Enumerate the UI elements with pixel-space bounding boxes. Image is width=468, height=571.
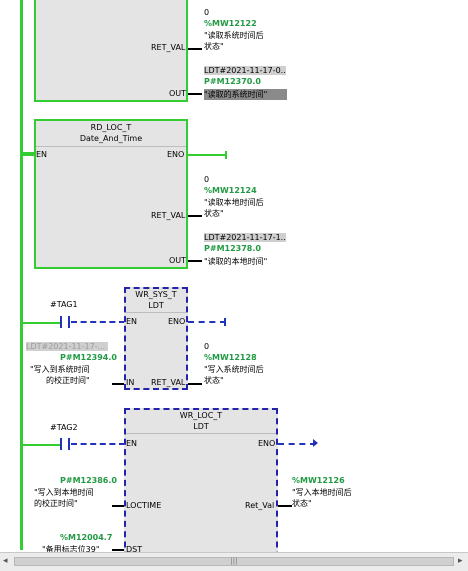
- in-wire: [112, 383, 124, 385]
- ret-addr[interactable]: %MW12122: [204, 19, 257, 28]
- pin-ret-val: RET_VAL: [151, 211, 186, 220]
- pin-eno: ENO: [258, 439, 276, 448]
- block-type: Date_And_Time: [79, 134, 143, 143]
- eno-wire: [188, 321, 226, 323]
- ret-addr[interactable]: %MW12128: [204, 353, 257, 362]
- out-addr[interactable]: P#M12370.0: [204, 77, 261, 86]
- header-separator: [126, 312, 186, 313]
- out-wire: [188, 93, 202, 95]
- block-wr-loc-t[interactable]: WR_LOC_T LDT: [124, 408, 278, 568]
- loctime-addr[interactable]: P#M12386.0: [60, 476, 117, 485]
- scroll-left-icon[interactable]: ◂: [3, 556, 8, 566]
- branch-wire: [22, 152, 34, 154]
- in-const[interactable]: LDT#2021-11-17-...: [26, 342, 108, 351]
- block-type: LDT: [193, 422, 209, 431]
- header-separator: [36, 146, 186, 147]
- block-get-sys-time[interactable]: [34, 0, 188, 102]
- ret-val-wire: [188, 48, 202, 50]
- out-addr[interactable]: P#M12378.0: [204, 244, 261, 253]
- pin-ret-val: RET_VAL: [151, 378, 186, 387]
- rail-to-en-wire: [22, 154, 34, 156]
- scrollbar-thumb[interactable]: |||: [14, 557, 454, 566]
- out-wire: [188, 260, 202, 262]
- block-rd-loc-t[interactable]: RD_LOC_T Date_And_Time: [34, 119, 188, 269]
- pin-en: EN: [126, 317, 138, 326]
- eno-wire: [278, 443, 316, 445]
- out-comment[interactable]: "读取的本地时间": [204, 257, 268, 266]
- block-name: WR_LOC_T: [179, 411, 223, 420]
- in-addr[interactable]: P#M12394.0: [60, 353, 117, 362]
- eno-wire-end: [224, 318, 226, 326]
- rail-to-contact-wire: [22, 322, 60, 324]
- pin-en: EN: [126, 439, 138, 448]
- pin-in: IN: [126, 378, 135, 387]
- block-wr-sys-t[interactable]: WR_SYS_T LDT: [124, 287, 188, 390]
- pin-eno: ENO: [168, 317, 186, 326]
- power-rail: [20, 0, 23, 550]
- block-type: LDT: [148, 301, 164, 310]
- ret-val-wire: [278, 505, 292, 507]
- pin-en: EN: [36, 150, 48, 159]
- header-separator: [126, 433, 276, 434]
- scroll-right-icon[interactable]: ▸: [458, 556, 463, 566]
- dst-comment: "备用标志位39": [42, 545, 100, 554]
- block-name: RD_LOC_T: [90, 123, 132, 132]
- pin-out: OUT: [169, 256, 187, 265]
- contact-tag: #TAG2: [50, 423, 78, 432]
- eno-wire: [188, 154, 226, 156]
- loctime-wire: [112, 505, 124, 507]
- ret-comment: "写入本地时间后 状态": [292, 488, 352, 508]
- horizontal-scrollbar[interactable]: ◂ ||| ▸: [0, 552, 468, 571]
- ret-const: 0: [204, 8, 210, 17]
- ret-addr[interactable]: %MW12124: [204, 186, 257, 195]
- out-comment[interactable]: "读取的系统时间": [204, 89, 287, 100]
- ret-const: 0: [204, 175, 210, 184]
- ret-comment: "读取本地时间后 状态": [204, 198, 264, 218]
- loctime-comment: "写入到本地时间 的校正时间": [34, 488, 94, 508]
- eno-arrow-icon: [313, 439, 318, 447]
- dst-addr[interactable]: %M12004.7: [60, 533, 113, 542]
- ret-comment: "写入系统时间后 状态": [204, 365, 264, 385]
- dst-wire: [112, 549, 124, 551]
- out-const[interactable]: LDT#2021-11-17-1...: [204, 233, 286, 242]
- pin-eno: ENO: [167, 150, 185, 159]
- pin-ret-val: RET_VAL: [151, 43, 186, 52]
- in-comment: "写入到系统时间 的校正时间": [30, 365, 90, 385]
- out-const[interactable]: LDT#2021-11-17-0...: [204, 66, 286, 75]
- pin-dst: DST: [126, 545, 143, 554]
- ret-val-wire: [188, 215, 202, 217]
- ret-const: 0: [204, 342, 210, 351]
- eno-wire-end: [225, 151, 227, 159]
- no-contact[interactable]: [60, 316, 70, 328]
- pin-loctime: LOCTIME: [126, 501, 162, 510]
- contact-tag: #TAG1: [50, 300, 78, 309]
- no-contact[interactable]: [60, 438, 70, 450]
- block-name: WR_SYS_T: [135, 290, 177, 299]
- ret-comment: "读取系统时间后 状态": [204, 31, 264, 51]
- pin-out: OUT: [169, 89, 187, 98]
- pin-ret-val: Ret_Val: [245, 501, 275, 510]
- ret-val-wire: [188, 383, 202, 385]
- contact-to-en-wire: [71, 321, 125, 323]
- rail-to-contact-wire: [22, 444, 60, 446]
- contact-to-en-wire: [71, 443, 125, 445]
- ret-addr[interactable]: %MW12126: [292, 476, 345, 485]
